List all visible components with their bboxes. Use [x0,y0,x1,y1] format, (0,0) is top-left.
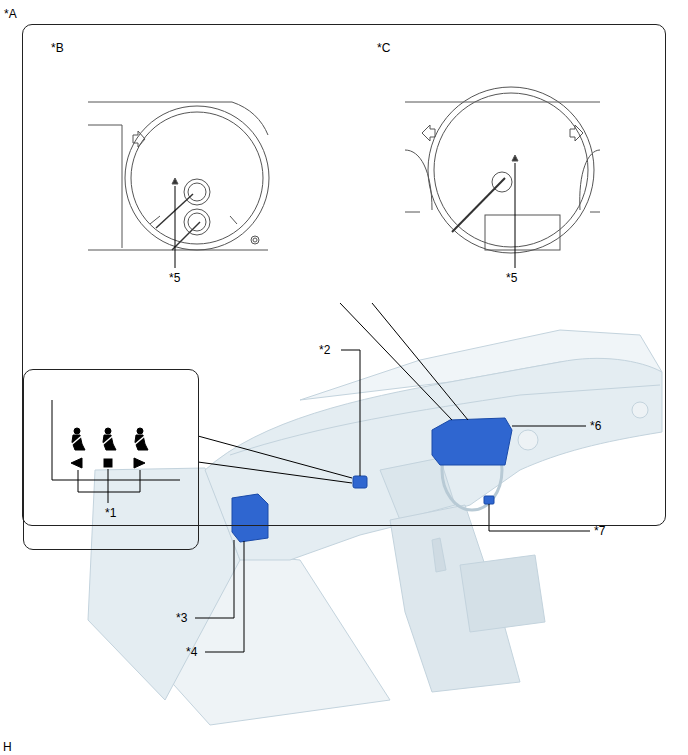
inset-rule [52,400,180,480]
armrest [460,555,545,632]
connector-part [484,496,494,504]
callout-number: *4 [186,645,197,659]
callout-wedge [198,303,468,483]
leader-line [489,504,590,531]
display [485,215,560,250]
seat-belt-icon [101,428,116,450]
figure-code: H [3,740,12,754]
sub-gauge [184,209,210,235]
turn-arrow [422,125,435,141]
meter-type-b [88,102,269,268]
side-gauge [580,150,600,210]
leader-line [515,163,516,268]
icon-head [74,428,80,434]
right-mark [134,458,145,468]
seat-belt-symbols [52,400,180,503]
vent [518,430,538,450]
bracket [108,469,109,503]
callout-number: *5 [169,271,180,285]
callout-number: *3 [176,611,187,625]
seat-belt-icon [70,428,85,450]
vent [632,402,648,418]
door-panel [88,468,240,700]
gauge-ring [125,106,269,250]
icon-head [105,428,111,434]
icon-head [137,428,143,434]
gear-lever [432,538,446,572]
gauge-ring [428,87,594,253]
sub-gauge [184,179,210,205]
callout-number: *2 [319,343,330,357]
indicator-symbol [512,155,518,161]
bracket [78,470,140,492]
airbag-ecu [232,494,268,542]
indicator-symbol [172,178,178,184]
wedge-line [198,462,352,483]
leader-line [341,350,360,476]
leader-line [205,541,244,652]
scale [150,216,237,224]
view-label: *A [4,7,17,21]
cluster-edge [405,102,600,103]
display [88,125,122,248]
callout-number: *5 [506,271,517,285]
leader-line [512,426,586,427]
gauge-face [434,93,588,247]
wedge-line [198,436,352,478]
leader-line [195,540,234,618]
cluster-edge [590,212,600,213]
wedge-line [372,303,468,420]
cluster-edge [88,250,268,251]
inset-panel: *1 [23,369,199,550]
seat-belt-icon [133,428,148,450]
center-mark [104,459,112,467]
sub-gauge [188,183,206,201]
cluster-edge [88,102,232,103]
knob [253,238,257,242]
icon-belt [133,434,147,446]
left-mark [71,458,82,468]
cluster-edge [405,212,420,213]
callout-number: *C [377,41,390,55]
callout-panel: *A*B*C*5*5*1 [22,24,666,526]
needle [172,222,200,250]
callout-number: *1 [105,506,116,520]
leader-lines [195,350,590,652]
combination-meter [432,418,512,465]
wedge-line [340,303,452,420]
icon-belt [70,434,84,446]
car-interior [88,330,662,725]
needle [452,178,505,232]
seat-belt-indicator [353,476,367,488]
leader-line [175,186,176,268]
callout-number: *7 [594,524,605,538]
highlighted-parts [232,418,512,542]
callout-number: *B [51,41,64,55]
knob [251,236,259,244]
side-gauge [405,150,432,210]
icon-belt [101,434,115,446]
callout-number: *6 [590,419,601,433]
sub-gauge [188,213,206,231]
meter-type-c [405,87,600,268]
